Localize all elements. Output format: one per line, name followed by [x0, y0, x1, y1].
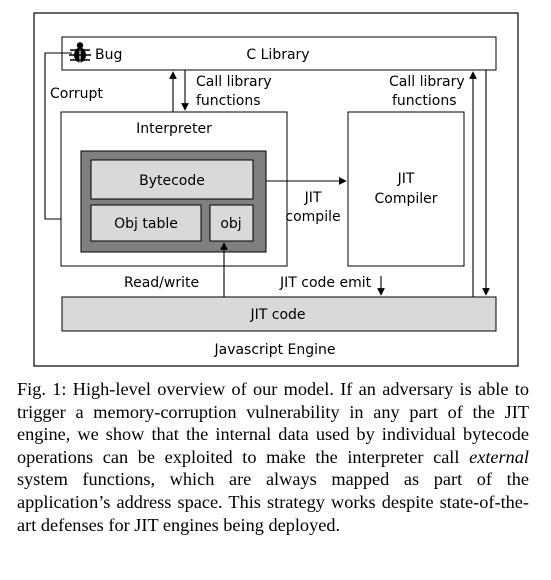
- svg-text:Call library: Call library: [196, 74, 272, 90]
- svg-text:functions: functions: [196, 93, 260, 109]
- interpreter-label: Interpreter: [136, 121, 212, 137]
- jit-compiler-line2: Compiler: [374, 191, 437, 207]
- c-library-box: [61, 36, 497, 71]
- corrupt-label: Corrupt: [50, 86, 103, 102]
- jit-code-box: [61, 296, 497, 332]
- bytecode-label: Bytecode: [139, 173, 205, 189]
- call-library-left-line2: functions: [196, 93, 260, 109]
- call-library-right-line1: Call library: [389, 74, 465, 90]
- svg-text:JIT: JIT: [304, 190, 322, 206]
- bytecode-box: [90, 159, 254, 200]
- obj-table-label: Obj table: [114, 216, 178, 232]
- jit-compiler-line1: JIT: [397, 171, 415, 187]
- jit-code-label: JIT code: [249, 307, 305, 323]
- svg-text:compile: compile: [285, 209, 340, 225]
- call-library-left-line1: Call library: [196, 74, 272, 90]
- read-write-label: Read/write: [124, 275, 199, 291]
- bug-icon: [69, 42, 91, 63]
- svg-text:Compiler: Compiler: [374, 191, 437, 207]
- bug-label: Bug: [95, 47, 122, 63]
- jit-compile-line2: compile: [285, 209, 340, 225]
- obj-box: [209, 204, 254, 242]
- javascript-engine-label: Javascript Engine: [213, 342, 335, 358]
- svg-text:Call library: Call library: [389, 74, 465, 90]
- caption-text-prefix: Fig. 1: High-level overview of our model…: [17, 379, 529, 467]
- caption-text-suffix: system functions, which are always mappe…: [17, 469, 529, 535]
- call-library-right-line2: functions: [392, 93, 456, 109]
- jit-compile-line1: JIT: [304, 190, 322, 206]
- caption-emphasis: external: [469, 446, 529, 467]
- figure-caption: Fig. 1: High-level overview of our model…: [17, 378, 529, 536]
- jit-compiler-box: [347, 111, 465, 267]
- svg-text:JIT: JIT: [397, 171, 415, 187]
- c-library-label: C Library: [246, 47, 309, 63]
- obj-label: obj: [220, 216, 241, 232]
- obj-table-box: [90, 204, 202, 242]
- jit-code-emit-label: JIT code emit: [279, 275, 372, 291]
- architecture-diagram: C Library Bug Corrupt Interpreter Call l…: [33, 12, 519, 367]
- svg-text:functions: functions: [392, 93, 456, 109]
